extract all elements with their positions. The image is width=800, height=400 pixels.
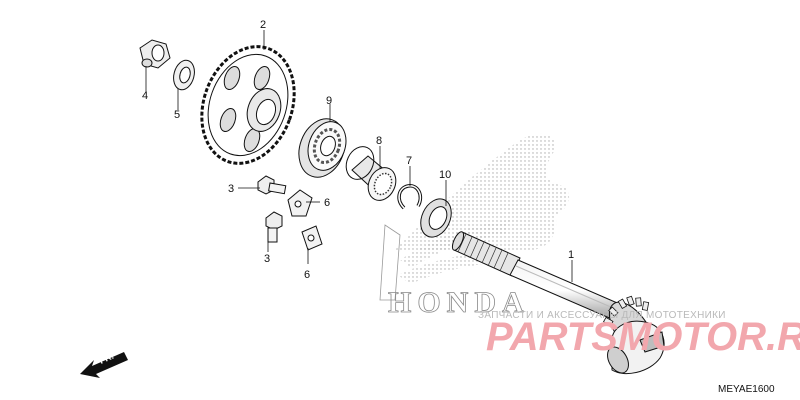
part-6-plate-lower [301,225,323,251]
part-3-bolt-upper [257,175,287,195]
part-10-collar [420,198,452,238]
callout-3-lower: 3 [264,253,270,265]
part-8-needle-bearing [345,146,397,201]
callout-4: 4 [142,90,148,102]
callout-2: 2 [260,19,266,31]
callout-10: 10 [439,169,451,181]
honda-watermark-text: HONDA [388,286,530,319]
leader-lines [145,30,573,282]
front-direction-arrow: FR. [80,351,128,378]
part-2-gear [200,45,296,165]
diagram-code: MEYAE1600 [718,384,775,395]
callout-6-lower: 6 [304,269,310,281]
callout-9: 9 [326,95,332,107]
callout-7: 7 [406,155,412,167]
part-4-nut [139,39,171,69]
callout-6-upper: 6 [324,197,330,209]
callout-5: 5 [174,109,180,121]
callout-1: 1 [568,249,574,261]
callout-8: 8 [376,135,382,147]
part-1-shaft [451,231,665,374]
part-1-gear [602,295,665,374]
part-5-washer [173,59,195,91]
part-9-bearing [298,118,347,178]
partsmotor-watermark: ЗАПЧАСТИ И АКСЕССУАРЫ ДЛЯ МОТОТЕХНИКИ PA… [478,310,800,359]
watermark-tagline: ЗАПЧАСТИ И АКСЕССУАРЫ ДЛЯ МОТОТЕХНИКИ [478,310,726,321]
part-6-plate-upper [287,189,313,217]
part-7-snap-ring [397,184,423,210]
callout-3-upper: 3 [228,183,234,195]
part-3-bolt-lower [265,211,283,243]
watermark-logo: PARTSMOTOR.RU [486,315,800,359]
